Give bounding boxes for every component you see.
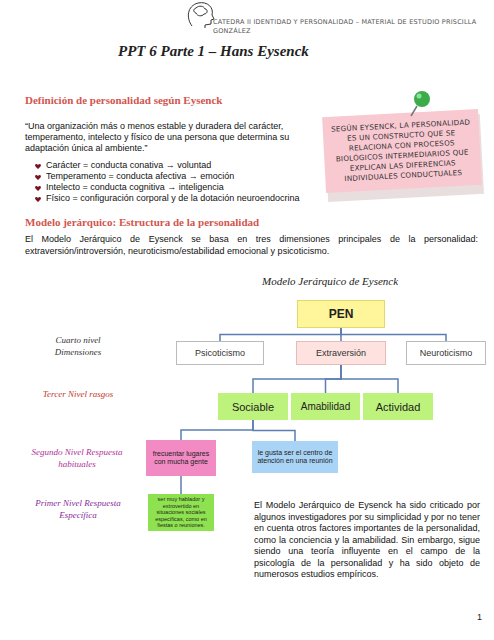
section-heading: Modelo jerárquico: Estructura de la pers… — [25, 216, 425, 228]
tree-connector — [253, 365, 341, 393]
tree-connector — [180, 476, 182, 494]
tree-connector — [220, 328, 341, 341]
node-text: ser muy hablador y extrovertido en situa… — [150, 496, 212, 529]
page-number: 1 — [462, 612, 482, 622]
node-text: Sociable — [232, 401, 274, 413]
node-text-group: Neuroticismo — [420, 348, 473, 358]
tree-connector — [253, 420, 295, 441]
response-box: ser muy hablador y extrovertido en situa… — [148, 494, 214, 531]
habit-box: frecuentar lugares con mucha gente — [146, 440, 216, 476]
node-text: Actividad — [376, 401, 421, 413]
diagram-title: Modelo Jerárquico de Eysenck — [262, 275, 462, 287]
tree-connector — [341, 365, 398, 393]
habit-box: le gusta ser el centro de atención en un… — [252, 441, 338, 473]
page-title: PPT 6 Parte 1 – Hans Eysenck — [118, 43, 448, 60]
node-text: SEGÚN EYSENCK, LA PERSONALIDAD ES UN CON… — [331, 117, 474, 184]
dimension-box: Neuroticismo — [406, 341, 486, 365]
page-header: CATEDRA II IDENTIDAD Y PERSONALIDAD – MA… — [213, 18, 489, 36]
tree-connector — [181, 420, 253, 440]
bullet-text: Carácter = conducta conativa → voluntad — [46, 160, 326, 171]
tree-connector — [341, 328, 446, 341]
node-text: Neuroticismo — [420, 348, 473, 358]
root-box: PEN — [297, 300, 385, 328]
push-pin — [405, 88, 435, 118]
node-text: PEN — [329, 307, 354, 321]
sticky-note: SEGÚN EYSENCK, LA PERSONALIDAD ES UN CON… — [322, 109, 482, 193]
node-text: Psicoticismo — [195, 348, 245, 358]
section-heading: Definición de personalidad según Eysenck — [25, 94, 315, 106]
node-text-group: ser muy hablador y extrovertido en situa… — [150, 496, 212, 529]
body-paragraph: El Modelo Jerárquico de Eysenck se basa … — [25, 234, 478, 257]
heart-bullets — [35, 164, 41, 202]
node-text-group: Extraversión — [316, 348, 366, 358]
node-text-group: le gusta ser el centro de atención en un… — [255, 449, 335, 466]
node-text-group: frecuentar lugares con mucha gente — [149, 450, 213, 467]
node-text: frecuentar lugares con mucha gente — [149, 450, 213, 467]
bullet-text: Físico = configuración corporal y de la … — [46, 193, 336, 204]
trait-box: Sociable — [218, 393, 288, 420]
dimension-box: Psicoticismo — [176, 341, 264, 365]
node-text: Extraversión — [316, 348, 366, 358]
definition-quote: “Una organización más o menos estable y … — [25, 121, 293, 154]
body-paragraph: El Modelo Jerárquico de Eysenck ha sido … — [254, 500, 480, 581]
node-text-group: Sociable — [232, 401, 274, 413]
head-icon — [188, 3, 214, 28]
node-text: le gusta ser el centro de atención en un… — [255, 449, 335, 466]
bullet-text: Intelecto = conducta cognitiva → intelig… — [46, 182, 326, 193]
dimension-box: Extraversión — [296, 341, 386, 365]
level-label: Tercer Nivel rasgos — [38, 388, 118, 400]
node-text-group: Actividad — [376, 401, 421, 413]
trait-box: Actividad — [363, 393, 433, 420]
trait-box: Amabilidad — [291, 393, 360, 420]
bullet-text: Temperamento = conducta afectiva → emoci… — [46, 171, 326, 182]
node-text-group: PEN — [329, 307, 354, 321]
level-label: Primer Nivel Respuesta Específica — [30, 497, 126, 521]
tree-connector — [326, 365, 342, 393]
node-text-group: Psicoticismo — [195, 348, 245, 358]
node-text: Amabilidad — [301, 401, 350, 412]
node-text-group: Amabilidad — [301, 401, 350, 412]
level-label: Segundo Nivel Respuesta habituales — [22, 446, 132, 470]
node-text-group: SEGÚN EYSENCK, LA PERSONALIDAD ES UN CON… — [331, 117, 474, 184]
level-label: Cuarto nivel Dimensiones — [38, 334, 118, 358]
